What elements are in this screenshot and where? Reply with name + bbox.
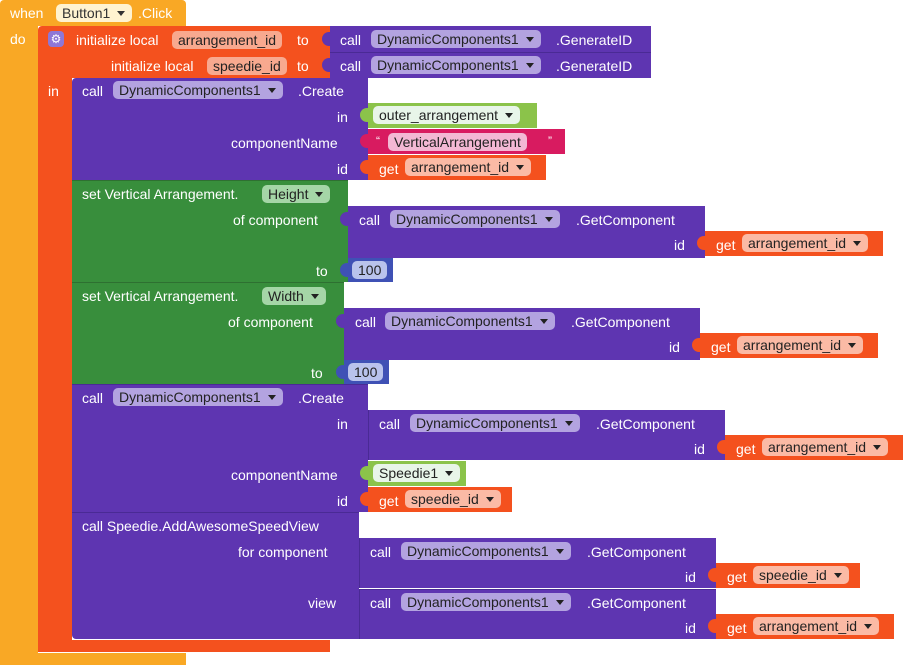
create2-id-label: id (337, 493, 348, 509)
create2-component-dropdown[interactable]: DynamicComponents1 (113, 388, 283, 406)
create2-call-label: call (82, 390, 104, 406)
local2-to-label: to (297, 58, 309, 74)
width-id-label: id (669, 339, 680, 355)
height-property-dropdown[interactable]: Height (262, 185, 331, 203)
create2-get-label: get (379, 493, 399, 509)
local2-label: initialize local (111, 58, 194, 74)
height-call-label: call (359, 212, 381, 228)
set-width-title: set Vertical Arrangement. (82, 288, 239, 304)
width-get-label: get (711, 339, 731, 355)
speedie1-dropdown[interactable]: Speedie1 (373, 464, 461, 482)
speedie-for-method-label: .GetComponent (587, 544, 686, 560)
create1-id-label: id (337, 161, 348, 177)
event-component-dropdown[interactable]: Button1 (56, 4, 133, 22)
height-get-label: get (716, 237, 736, 253)
local2-name-field[interactable]: speedie_id (207, 57, 287, 75)
speedie-for-id-var-dropdown[interactable]: speedie_id (753, 566, 849, 584)
in-label: in (48, 83, 59, 99)
local2-call-label: call (340, 58, 362, 74)
set-height-of-label: of component (233, 212, 318, 228)
speedie-for-id-label: id (685, 569, 696, 585)
gear-icon[interactable]: ⚙ (48, 31, 64, 47)
create2-in-label: in (337, 416, 348, 432)
width-method-label: .GetComponent (571, 314, 670, 330)
create2-in-call-label: call (379, 416, 401, 432)
create1-call-label: call (82, 83, 104, 99)
local1-method-label: .GenerateID (556, 32, 633, 48)
speedie-view-label: view (308, 595, 337, 611)
create1-in-label: in (337, 109, 348, 125)
local1-label: initialize local (76, 32, 159, 48)
local2-method-label: .GenerateID (556, 58, 633, 74)
speedie-title: call Speedie.AddAwesomeSpeedView (82, 518, 319, 534)
speedie-for-get-label: get (727, 569, 747, 585)
width-component-dropdown[interactable]: DynamicComponents1 (385, 312, 555, 330)
speedie-view-get-label: get (727, 620, 747, 636)
create2-method-label: .Create (298, 390, 344, 406)
local1-call-label: call (340, 32, 362, 48)
create2-in-get-label: get (736, 441, 756, 457)
add-speed-view-block[interactable] (72, 512, 359, 639)
create2-in-id-label: id (694, 441, 705, 457)
local1-to-label: to (297, 32, 309, 48)
speedie-view-component-dropdown[interactable]: DynamicComponents1 (401, 593, 571, 611)
do-label: do (10, 31, 26, 47)
close-quote-icon: ” (548, 134, 552, 148)
event-name-label: .Click (138, 5, 173, 21)
speedie-for-label: for component (238, 544, 328, 560)
create1-id-var-dropdown[interactable]: arrangement_id (405, 158, 532, 176)
height-method-label: .GetComponent (576, 212, 675, 228)
create1-method-label: .Create (298, 83, 344, 99)
create2-in-component-dropdown[interactable]: DynamicComponents1 (410, 414, 580, 432)
create2-id-var-dropdown[interactable]: speedie_id (405, 490, 501, 508)
speedie-view-method-label: .GetComponent (587, 595, 686, 611)
speedie-for-component-dropdown[interactable]: DynamicComponents1 (401, 542, 571, 560)
set-width-to-label: to (311, 365, 323, 381)
create1-name-label: componentName (231, 135, 338, 151)
width-property-dropdown[interactable]: Width (262, 287, 326, 305)
width-number-value[interactable]: 100 (348, 363, 384, 381)
width-id-var-dropdown[interactable]: arrangement_id (737, 336, 864, 354)
outer-arrangement-dropdown[interactable]: outer_arrangement (373, 106, 521, 124)
local2-component-dropdown[interactable]: DynamicComponents1 (371, 56, 541, 74)
height-component-dropdown[interactable]: DynamicComponents1 (390, 210, 560, 228)
create2-in-id-var-dropdown[interactable]: arrangement_id (762, 438, 889, 456)
width-call-label: call (355, 314, 377, 330)
open-quote-icon: “ (376, 134, 380, 148)
speedie-for-call-label: call (370, 544, 392, 560)
set-height-to-label: to (316, 263, 328, 279)
set-width-of-label: of component (228, 314, 313, 330)
when-label: when (10, 5, 44, 21)
set-height-title: set Vertical Arrangement. (82, 186, 239, 202)
create2-in-method-label: .GetComponent (596, 416, 695, 432)
height-id-var-dropdown[interactable]: arrangement_id (742, 234, 869, 252)
create2-name-label: componentName (231, 467, 338, 483)
speedie-view-id-label: id (685, 620, 696, 636)
speedie-view-id-var-dropdown[interactable]: arrangement_id (753, 617, 880, 635)
create1-get-label: get (379, 161, 399, 177)
create1-component-dropdown[interactable]: DynamicComponents1 (113, 81, 283, 99)
height-number-value[interactable]: 100 (352, 261, 388, 279)
component-name-text[interactable]: VerticalArrangement (388, 133, 527, 151)
local1-component-dropdown[interactable]: DynamicComponents1 (371, 30, 541, 48)
local1-name-field[interactable]: arrangement_id (172, 31, 283, 49)
speedie-view-call-label: call (370, 595, 392, 611)
height-id-label: id (674, 237, 685, 253)
